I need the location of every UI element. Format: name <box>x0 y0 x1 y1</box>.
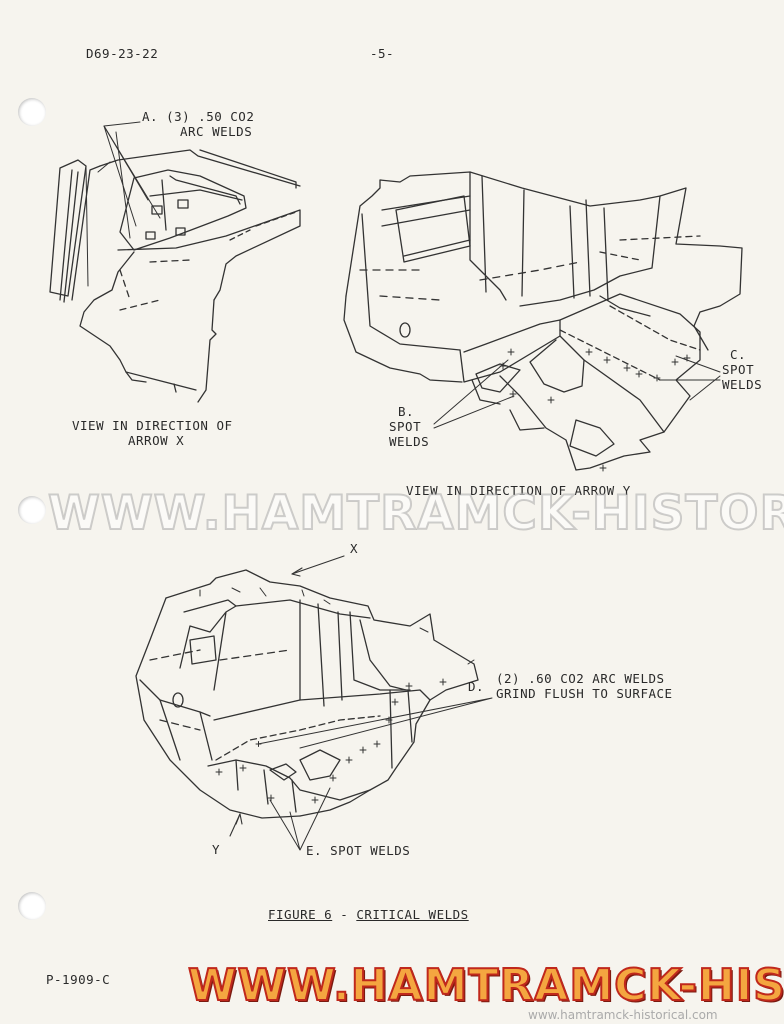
binder-hole-bottom <box>18 892 46 920</box>
caption-view-x-line2: ARROW X <box>128 433 185 448</box>
label-x: X <box>350 541 359 556</box>
caption-view-y: VIEW IN DIRECTION OF ARROW Y <box>406 483 631 498</box>
binder-hole-top <box>18 98 46 126</box>
view-y-drawing <box>343 171 743 472</box>
arrow-y <box>229 813 243 837</box>
label-c-line1: C. <box>730 347 747 362</box>
leader-e <box>269 787 331 851</box>
watermark-small: www.hamtramck-historical.com <box>528 1008 718 1022</box>
form-number: P-1909-C <box>46 972 111 987</box>
label-e: E. SPOT WELDS <box>306 843 411 858</box>
label-c-line3: WELDS <box>722 377 763 392</box>
label-y: Y <box>212 842 221 857</box>
label-d-line2: GRIND FLUSH TO SURFACE <box>496 686 673 701</box>
label-d-prefix: D. <box>468 679 485 694</box>
binder-hole-middle <box>18 496 46 524</box>
main-assembly-drawing <box>135 569 479 819</box>
leader-a <box>103 121 161 239</box>
label-b-line1: B. <box>398 404 415 419</box>
watermark-bottom: WWW.HAMTRAMCK-HISTORICAL.COM <box>187 959 784 1012</box>
figure-separator: - <box>340 907 349 922</box>
label-a-line2: ARC WELDS <box>180 124 253 139</box>
doc-number: D69-23-22 <box>86 46 159 61</box>
label-b-line3: WELDS <box>389 434 430 449</box>
arrow-x <box>291 555 345 577</box>
view-x-drawing <box>49 149 301 403</box>
watermark-middle: WWW.HAMTRAMCK-HISTORICAL.COM <box>47 485 784 542</box>
leader-c <box>659 355 721 401</box>
label-a-line1: A. (3) .50 CO2 <box>142 109 255 124</box>
figure-number: FIGURE 6 <box>268 907 333 922</box>
label-d-line1: (2) .60 CO2 ARC WELDS <box>496 671 665 686</box>
page-number: -5- <box>370 46 395 61</box>
figure-caption: FIGURE 6 - CRITICAL WELDS <box>268 907 469 922</box>
label-b-line2: SPOT <box>389 419 422 434</box>
leader-d <box>257 697 493 749</box>
label-c-line2: SPOT <box>722 362 755 377</box>
figure-title: CRITICAL WELDS <box>356 907 469 922</box>
caption-view-x-line1: VIEW IN DIRECTION OF <box>72 418 233 433</box>
leader-b <box>433 359 515 429</box>
